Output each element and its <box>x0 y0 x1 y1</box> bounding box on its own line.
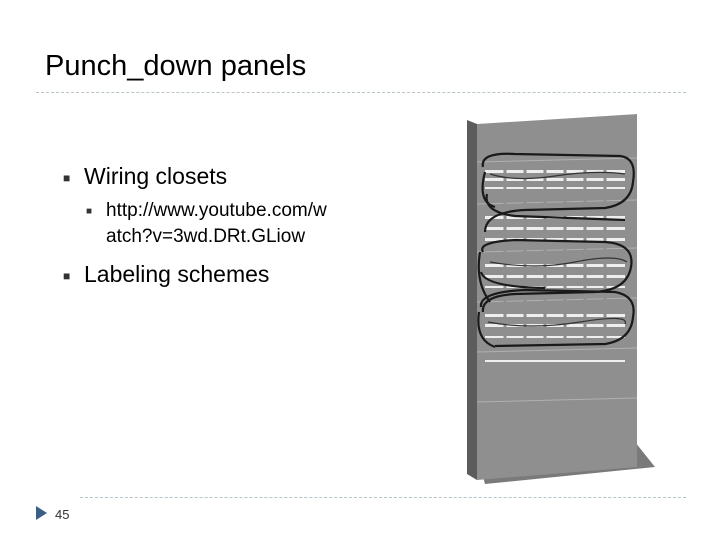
page-number: 45 <box>55 507 70 522</box>
square-bullet-icon: ■ <box>63 269 71 283</box>
youtube-link-line1: http://www.youtube.com/w <box>106 200 327 221</box>
slide-title: Punch_down panels <box>45 50 307 82</box>
bullet-labeling-schemes: Labeling schemes <box>84 261 270 287</box>
bullet-wiring-closets: Wiring closets <box>84 163 228 189</box>
square-bullet-icon: ■ <box>86 206 93 217</box>
youtube-link-line2: atch?v=3wd.DRt.GLiow <box>106 226 306 247</box>
youtube-link[interactable]: http://www.youtube.com/w atch?v=3wd.DRt.… <box>106 198 406 250</box>
title-divider <box>36 92 686 93</box>
square-bullet-icon: ■ <box>63 171 71 185</box>
nav-arrow-icon[interactable] <box>34 505 48 521</box>
punch-down-panel-image <box>467 114 655 484</box>
footer-divider <box>80 497 686 498</box>
